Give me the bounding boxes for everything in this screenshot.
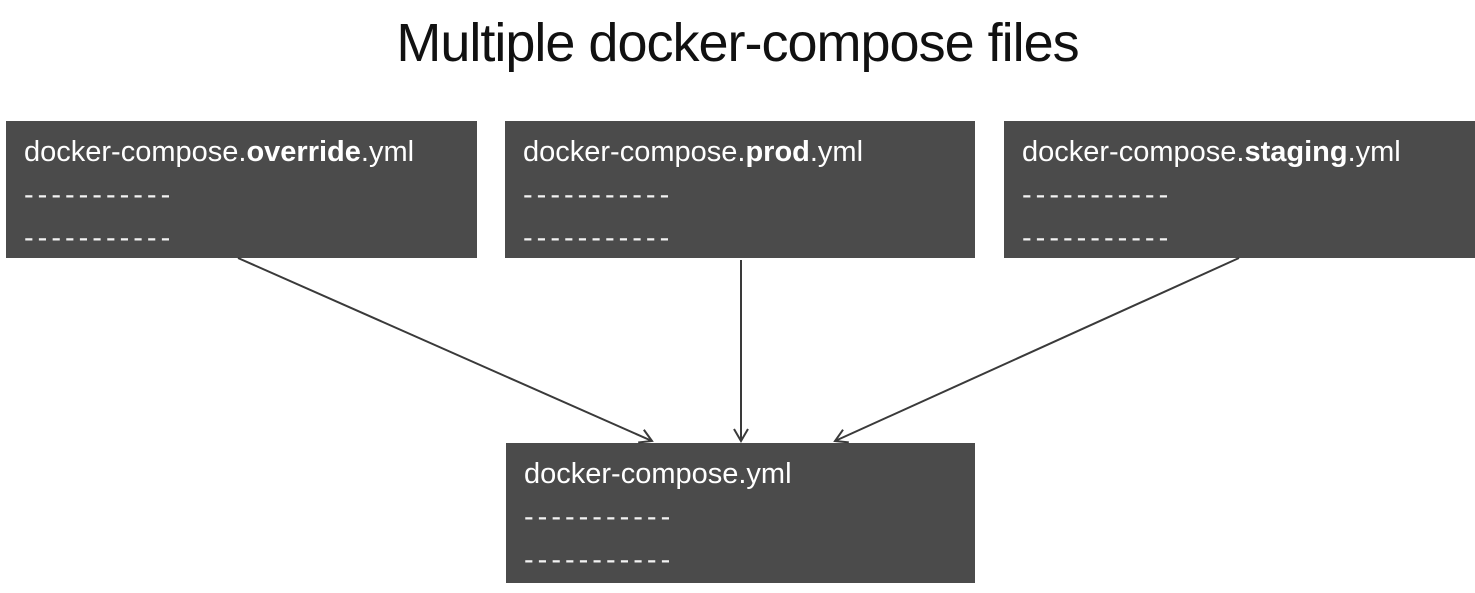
file-name-suffix: .yml: [360, 136, 415, 168]
content-placeholder-line: -----------: [24, 222, 175, 254]
file-name-prefix: docker-compose.: [24, 136, 247, 168]
file-name-prefix: docker-compose.: [523, 136, 746, 168]
content-placeholder-line: -----------: [1022, 222, 1173, 254]
diagram-title: Multiple docker-compose files: [396, 13, 1079, 73]
file-name-bold: override: [246, 136, 361, 168]
file-name-override: docker-compose.override.yml: [24, 130, 459, 174]
file-box-override: docker-compose.override.yml ----------- …: [6, 121, 477, 258]
file-name-suffix: .yml: [1347, 136, 1401, 168]
content-placeholder-line: -----------: [1022, 179, 1173, 211]
file-box-prod: docker-compose.prod.yml ----------- ----…: [505, 121, 975, 258]
content-placeholder-line: -----------: [524, 544, 675, 576]
arrow-staging-to-base: [833, 257, 1240, 444]
file-name-suffix: .yml: [809, 136, 864, 168]
file-name-prod: docker-compose.prod.yml: [523, 130, 957, 174]
file-name-prefix: docker-compose.: [1022, 136, 1245, 168]
file-name-staging: docker-compose.staging.yml: [1022, 130, 1457, 174]
file-name-bold: staging: [1244, 136, 1348, 168]
file-box-staging: docker-compose.staging.yml ----------- -…: [1004, 121, 1475, 258]
file-name-bold: prod: [745, 136, 810, 168]
file-box-base: docker-compose.yml ----------- ---------…: [506, 443, 975, 583]
content-placeholder-line: -----------: [523, 179, 674, 211]
file-name-prefix: docker-compose.yml: [524, 458, 792, 490]
content-placeholder-line: -----------: [523, 222, 674, 254]
content-placeholder-line: -----------: [24, 179, 175, 211]
arrow-override-to-base: [237, 257, 654, 444]
content-placeholder-line: -----------: [524, 501, 675, 533]
file-name-base: docker-compose.yml: [524, 452, 957, 496]
